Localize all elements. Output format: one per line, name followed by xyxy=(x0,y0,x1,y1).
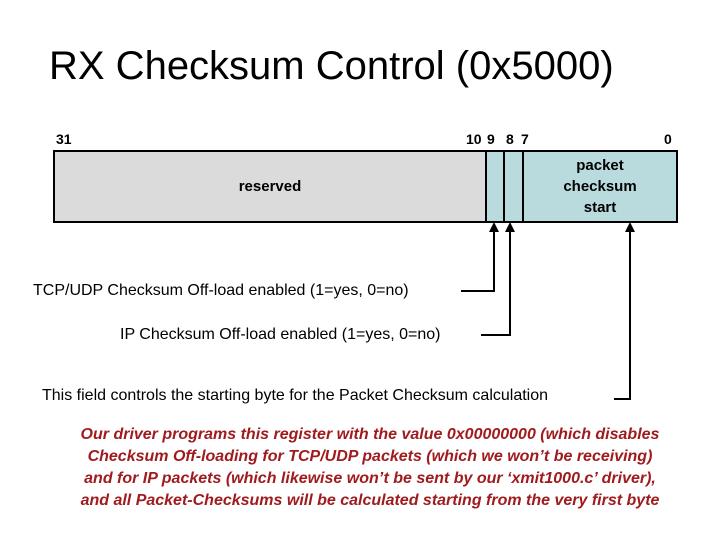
connector-line-ip-label xyxy=(481,334,511,336)
bit-label-7: 7 xyxy=(521,131,529,147)
connector-line-packet-checksum-start xyxy=(629,231,631,400)
driver-note-line: Checksum Off-loading for TCP/UDP packets… xyxy=(87,448,653,465)
register-diagram: reserved packet checksum start xyxy=(53,150,678,223)
connector-line-bit9 xyxy=(493,231,495,292)
packet-checksum-start-label-line: start xyxy=(583,199,617,216)
bit-label-10: 10 xyxy=(466,131,482,147)
bit-label-8: 8 xyxy=(506,131,514,147)
arrow-up-icon xyxy=(489,222,499,232)
driver-note-line: and for IP packets (which likewise won’t… xyxy=(84,470,656,487)
connector-line-tcp-udp-label xyxy=(461,290,495,292)
register-field-bit8 xyxy=(505,152,524,221)
register-field-reserved-label: reserved xyxy=(238,178,302,195)
annotation-tcp-udp-offload: TCP/UDP Checksum Off-load enabled (1=yes… xyxy=(33,282,409,299)
register-field-bit9 xyxy=(487,152,505,221)
bit-label-31: 31 xyxy=(56,131,72,147)
connector-line-field-note-label xyxy=(614,398,631,400)
register-field-reserved: reserved xyxy=(55,152,487,221)
arrow-up-icon xyxy=(625,222,635,232)
packet-checksum-start-label-line: checksum xyxy=(563,178,637,195)
arrow-up-icon xyxy=(505,222,515,232)
bit-label-0: 0 xyxy=(664,131,672,147)
driver-note-line: Our driver programs this register with t… xyxy=(80,426,660,443)
driver-note-line: and all Packet-Checksums will be calcula… xyxy=(80,492,660,509)
driver-note: Our driver programs this register with t… xyxy=(30,424,710,512)
annotation-ip-offload: IP Checksum Off-load enabled (1=yes, 0=n… xyxy=(120,326,441,343)
packet-checksum-start-label-line: packet xyxy=(576,157,624,174)
connector-line-bit8 xyxy=(509,231,511,336)
register-field-packet-checksum-start: packet checksum start xyxy=(524,152,676,221)
annotation-field-purpose: This field controls the starting byte fo… xyxy=(42,387,549,404)
slide-title: RX Checksum Control (0x5000) xyxy=(49,44,614,88)
bit-label-9: 9 xyxy=(487,131,495,147)
